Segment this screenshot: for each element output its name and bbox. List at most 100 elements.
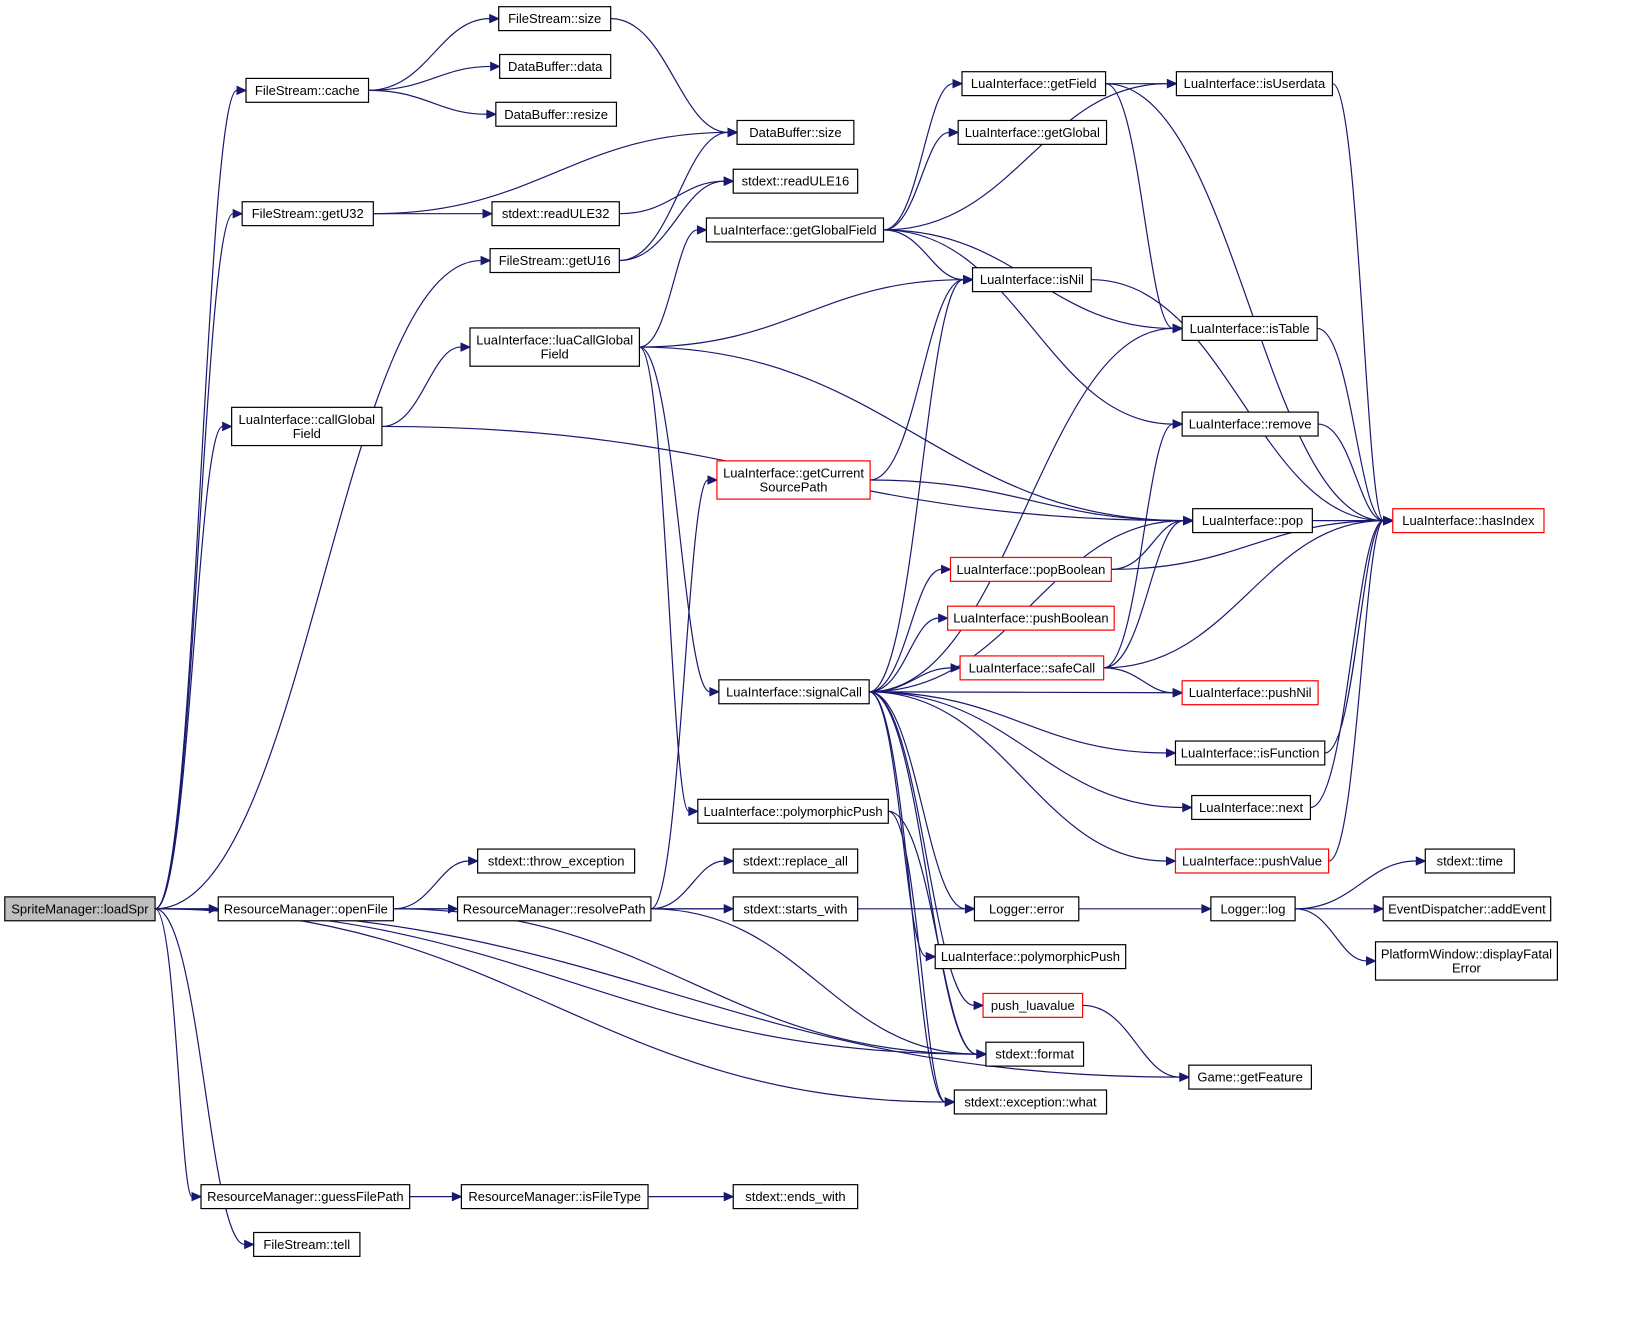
edge-line [619,180,725,262]
node-openFile[interactable]: ResourceManager::openFile [217,896,395,922]
node-isFileType[interactable]: ResourceManager::isFileType [460,1184,649,1210]
edge-line [155,259,482,910]
node-fsSize[interactable]: FileStream::size [498,6,612,32]
node-fsTell[interactable]: FileStream::tell [253,1231,361,1257]
arrowhead [950,663,962,673]
node-dbResize[interactable]: DataBuffer::resize [495,101,618,127]
arrowhead [1182,802,1193,813]
edge-line [1295,908,1367,962]
node-pushValue[interactable]: LuaInterface::pushValue [1174,848,1330,874]
node-loggerLog[interactable]: Logger::log [1210,896,1296,922]
node-pushNil[interactable]: LuaInterface::pushNil [1181,680,1319,706]
node-polyPushB[interactable]: LuaInterface::polymorphicPush [934,944,1127,970]
node-isUserdata[interactable]: LuaInterface::isUserdata [1175,71,1334,97]
edge-line [883,131,950,231]
node-label: FileStream::tell [263,1237,350,1252]
node-isTable[interactable]: LuaInterface::isTable [1181,315,1318,341]
arrowhead [709,687,721,697]
node-fsGetU32[interactable]: FileStream::getU32 [241,201,374,227]
node-pushBoolean[interactable]: LuaInterface::pushBoolean [947,605,1115,631]
node-box [934,944,1127,970]
edge-fsGetU32-to-dbSize [373,127,739,215]
node-polyPushA[interactable]: LuaInterface::polymorphicPush [697,798,889,824]
edge-line [368,18,490,91]
edge-line [883,83,1168,231]
node-stdTime[interactable]: stdext::time [1424,848,1515,874]
node-addEvent[interactable]: EventDispatcher::addEvent [1382,896,1552,922]
node-remove[interactable]: LuaInterface::remove [1181,411,1319,437]
node-replaceAll[interactable]: stdext::replace_all [732,848,859,874]
node-readULE16[interactable]: stdext::readULE16 [732,168,859,194]
arrowhead [944,1097,956,1107]
arrowhead [1172,687,1184,698]
edge-line [1103,520,1184,669]
edge-line [870,479,1184,522]
node-pop[interactable]: LuaInterface::pop [1192,508,1313,534]
node-label: ResourceManager::resolvePath [463,901,646,916]
edge-getCurrentSourcePath-to-pop [870,479,1194,526]
node-getGlobal[interactable]: LuaInterface::getGlobal [957,119,1108,145]
node-safeCall[interactable]: LuaInterface::safeCall [959,655,1105,681]
node-box [947,605,1115,631]
node-loggerError[interactable]: Logger::error [973,896,1080,922]
node-dbData[interactable]: DataBuffer::data [499,53,612,80]
edge-line [1082,1004,1180,1078]
edge-safeCall-to-remove [1103,419,1184,669]
edge-line [888,810,946,1103]
node-popBoolean[interactable]: LuaInterface::popBoolean [949,556,1112,582]
edge-line [869,691,966,910]
edge-line [869,617,939,693]
node-box [716,460,871,500]
node-box [1188,1064,1312,1090]
node-label: stdext::ends_with [745,1189,845,1204]
node-box [241,201,374,227]
node-readULE32[interactable]: stdext::readULE32 [491,201,620,227]
node-loadSpr[interactable]: SpriteManager::loadSpr [4,896,156,922]
node-dbSize[interactable]: DataBuffer::size [736,119,855,145]
node-pushLuavalue[interactable]: push_luavalue [982,992,1084,1018]
arrowhead [222,421,233,432]
node-label: DataBuffer::resize [504,107,608,122]
node-startsWith[interactable]: stdext::starts_with [732,896,859,922]
arrowhead [948,127,960,138]
node-isFunction[interactable]: LuaInterface::isFunction [1174,740,1326,766]
node-fsCache[interactable]: FileStream::cache [245,77,370,103]
node-exceptionWhat[interactable]: stdext::exception::what [953,1089,1108,1115]
node-hasIndex[interactable]: LuaInterface::hasIndex [1392,508,1545,534]
node-resolvePath[interactable]: ResourceManager::resolvePath [456,896,652,922]
node-box [697,798,889,824]
node-throwException[interactable]: stdext::throw_exception [477,848,636,874]
node-box [718,679,870,705]
node-label: LuaInterface::polymorphicPush [703,804,882,819]
node-fsGetU16[interactable]: FileStream::getU16 [489,248,620,274]
node-getFeature[interactable]: Game::getFeature [1188,1064,1312,1090]
node-label: PlatformWindow::displayFatal [1381,946,1552,961]
edge-line [639,229,698,348]
edge-line [154,908,245,1246]
node-getGlobalField[interactable]: LuaInterface::getGlobalField [705,217,885,243]
edge-isFileType-to-endsWith [648,1191,735,1202]
edge-getCurrentSourcePath-to-isNil [870,274,974,481]
node-isNil[interactable]: LuaInterface::isNil [971,267,1092,293]
node-box [1181,680,1319,706]
node-signalCall[interactable]: LuaInterface::signalCall [718,679,870,705]
node-label: FileStream::getU16 [499,253,611,268]
edge-loadSpr-to-fsCache [154,85,248,910]
node-next[interactable]: LuaInterface::next [1191,794,1312,821]
node-box [498,6,612,32]
edge-signalCall-to-pushLuavalue [869,691,985,1011]
node-box [949,556,1112,582]
node-stdFormat[interactable]: stdext::format [985,1041,1085,1067]
edge-line [1295,860,1417,910]
node-label: LuaInterface::polymorphicPush [941,949,1120,964]
node-endsWith[interactable]: stdext::ends_with [732,1184,859,1210]
node-guessFilePath[interactable]: ResourceManager::guessFilePath [200,1184,411,1210]
node-label: LuaInterface::pushBoolean [953,611,1108,626]
edge-fsGetU32-to-readULE32 [373,208,494,219]
node-getField[interactable]: LuaInterface::getField [961,71,1107,97]
